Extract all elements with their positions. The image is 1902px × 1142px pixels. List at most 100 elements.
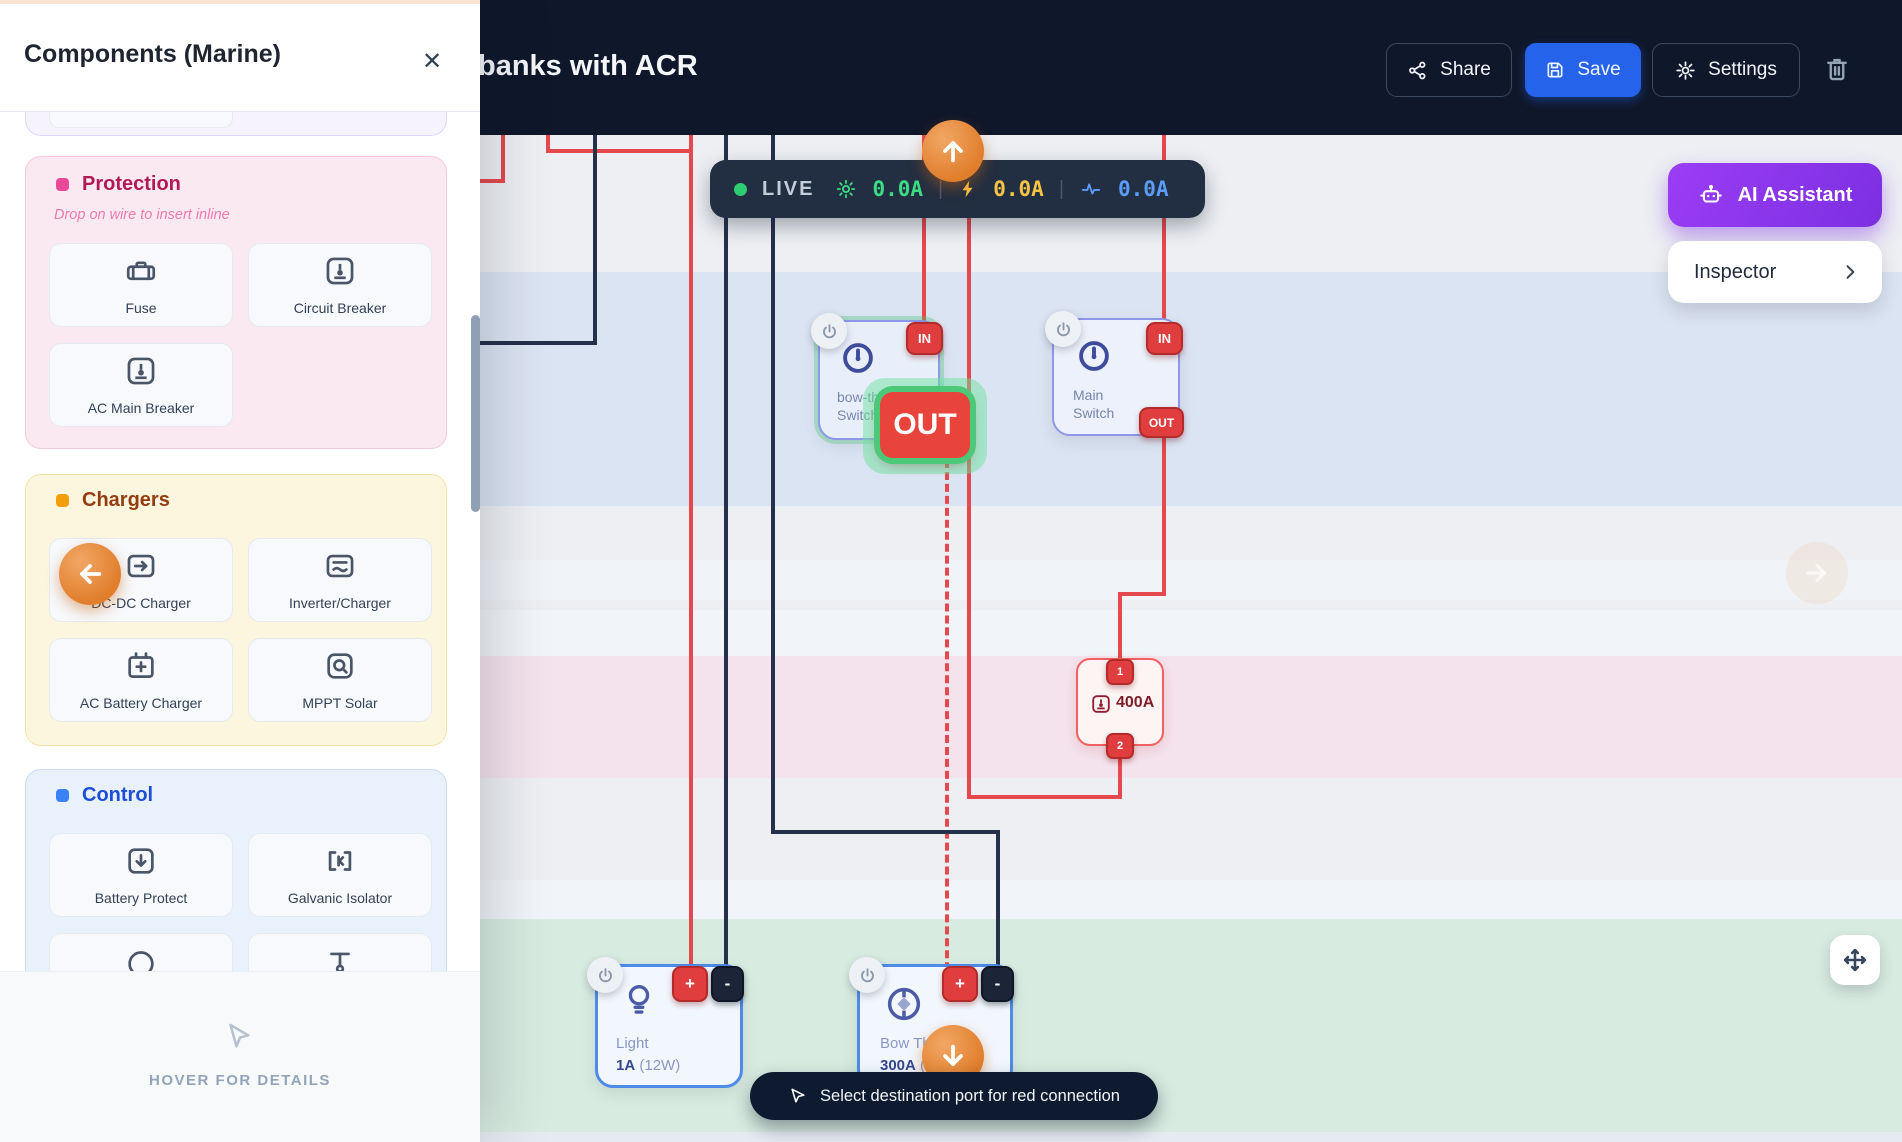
port-neg-light[interactable]: -: [711, 966, 744, 1002]
settings-button[interactable]: Settings: [1652, 43, 1800, 97]
scroll-left-button[interactable]: [59, 543, 121, 605]
section-bullet: [56, 494, 69, 507]
arrow-down-icon: [937, 1040, 969, 1072]
document-title: banks with ACR: [478, 50, 698, 82]
fuse-rating: 400A: [1116, 694, 1155, 711]
component-card-ac-main-breaker[interactable]: AC Main Breaker: [49, 343, 233, 427]
port-pos-thruster[interactable]: +: [942, 966, 978, 1002]
component-label: DC-DC Charger: [91, 595, 191, 611]
port-out-bow-switch[interactable]: OUT: [880, 392, 970, 458]
gauge-icon: [1076, 338, 1112, 374]
wire-red-stub-v1[interactable]: [546, 135, 550, 153]
ai-assistant-label: AI Assistant: [1737, 183, 1853, 206]
toast-message: Select destination port for red connecti…: [820, 1086, 1120, 1105]
save-button[interactable]: Save: [1525, 43, 1641, 97]
power-toggle[interactable]: [1045, 311, 1081, 347]
inverter-charger-icon: [249, 549, 431, 583]
component-card-partial[interactable]: [49, 112, 233, 128]
galvanic-isolator-icon: [249, 844, 431, 878]
close-icon[interactable]: ✕: [421, 47, 443, 75]
section-control: Control Battery Protect Galvanic Isolato…: [25, 769, 447, 971]
wire-red-stub-v2[interactable]: [501, 135, 505, 183]
node-label: Main Switch: [1073, 387, 1115, 421]
component-card-ac-battery-charger[interactable]: AC Battery Charger: [49, 638, 233, 722]
wire-neg-thruster-v1[interactable]: [771, 135, 775, 834]
component-card-fuse[interactable]: Fuse: [49, 243, 233, 327]
wire-neg-thruster-v2[interactable]: [996, 830, 1000, 968]
connection-toast: Select destination port for red connecti…: [750, 1072, 1158, 1120]
wire-red-mainout-h[interactable]: [1118, 592, 1166, 596]
panel-scroll-area[interactable]: Protection Drop on wire to insert inline…: [0, 112, 480, 971]
port-in-bow-switch[interactable]: IN: [906, 322, 943, 355]
wire-red-stub-h1[interactable]: [546, 149, 693, 153]
gauge-icon: [50, 944, 232, 971]
breaker-icon: [1090, 693, 1112, 715]
pan-tool-button[interactable]: [1830, 935, 1880, 985]
section-title: Protection: [82, 173, 181, 195]
circuit-breaker-icon: [249, 254, 431, 288]
zone-band-bottom: [0, 1132, 1902, 1142]
power-toggle[interactable]: [849, 957, 885, 993]
wire-neg-thruster-h[interactable]: [771, 830, 1000, 834]
wire-red-main-feed[interactable]: [689, 135, 693, 968]
wire-neg-left-h[interactable]: [478, 341, 597, 345]
section-protection: Protection Drop on wire to insert inline…: [25, 156, 447, 449]
power-toggle[interactable]: [587, 957, 623, 993]
component-label: Galvanic Isolator: [287, 890, 393, 906]
port-neg-thruster[interactable]: -: [981, 966, 1014, 1002]
component-card-partial-left[interactable]: [49, 933, 233, 971]
wire-red-return-h[interactable]: [967, 795, 1122, 799]
power-toggle[interactable]: [811, 313, 847, 349]
wire-neg-light[interactable]: [724, 135, 728, 968]
component-card-circuit-breaker[interactable]: Circuit Breaker: [248, 243, 432, 327]
node-rating: 1A (12W): [616, 1057, 680, 1074]
cursor-hover-icon: [222, 1020, 256, 1054]
thruster-icon: [883, 983, 925, 1025]
wire-red-stub-h2[interactable]: [478, 179, 505, 183]
wire-red-fuse-in[interactable]: [1118, 592, 1122, 662]
arrow-left-icon: [74, 558, 106, 590]
ac-battery-charger-icon: [50, 649, 232, 683]
fuse-icon: [50, 254, 232, 288]
wire-neg-left-v[interactable]: [593, 135, 597, 345]
section-header: Protection: [56, 173, 181, 196]
delete-button[interactable]: [1822, 54, 1852, 84]
component-card-battery-protect[interactable]: Battery Protect: [49, 833, 233, 917]
port-1-fuse[interactable]: 1: [1106, 659, 1134, 685]
wire-red-fuse-out[interactable]: [1118, 745, 1122, 799]
component-card-galvanic-isolator[interactable]: Galvanic Isolator: [248, 833, 432, 917]
component-card-partial-right[interactable]: [248, 933, 432, 971]
busbar-icon: [249, 944, 431, 971]
live-label: LIVE: [762, 177, 815, 200]
share-icon: [1407, 60, 1428, 81]
wire-red-bowswitch-in[interactable]: [922, 135, 926, 327]
wire-red-mainswitch-in[interactable]: [1162, 135, 1166, 327]
port-2-fuse[interactable]: 2: [1106, 733, 1134, 759]
solar-amps-value: 0.0A: [872, 177, 924, 201]
share-button[interactable]: Share: [1386, 43, 1512, 97]
wire-red-pending-dashed[interactable]: [945, 460, 949, 1030]
wire-red-mainout-v[interactable]: [1162, 436, 1166, 596]
inspector-toggle[interactable]: Inspector: [1668, 241, 1882, 303]
port-in-main-switch[interactable]: IN: [1146, 322, 1183, 355]
nav-right-ghost-circle[interactable]: [1786, 542, 1848, 604]
gauge-icon: [840, 340, 876, 376]
battery-protect-icon: [50, 844, 232, 878]
port-pos-light[interactable]: +: [672, 966, 708, 1002]
bolt-icon: [958, 178, 978, 200]
scroll-up-button[interactable]: [922, 120, 984, 182]
rating-amps: 300A: [880, 1057, 916, 1074]
section-header: Chargers: [56, 489, 170, 512]
pill-divider: |: [938, 177, 944, 200]
port-out-main-switch[interactable]: OUT: [1139, 407, 1184, 438]
panel-divider: [0, 111, 480, 112]
gear-icon: [1675, 60, 1696, 81]
wire-red-return-v[interactable]: [967, 216, 971, 799]
ai-assistant-button[interactable]: AI Assistant: [1668, 163, 1882, 227]
node-label: Light: [616, 1035, 649, 1052]
component-card-mppt-solar[interactable]: MPPT Solar: [248, 638, 432, 722]
save-label: Save: [1577, 59, 1621, 80]
component-card-inverter-charger[interactable]: Inverter/Charger: [248, 538, 432, 622]
panel-title: Components (Marine): [24, 40, 281, 68]
panel-scrollbar[interactable]: [471, 315, 480, 512]
